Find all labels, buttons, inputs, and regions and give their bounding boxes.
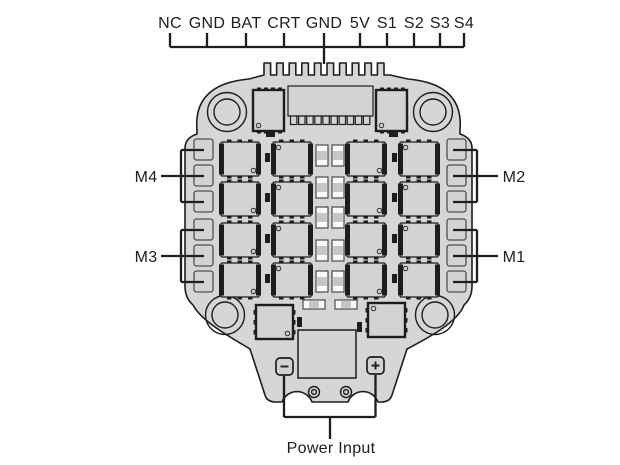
connector-pad — [338, 115, 347, 126]
power-input-leader-lines — [282, 375, 377, 439]
connector-pad — [330, 115, 338, 126]
mosfet — [397, 219, 441, 261]
chip-bottom-right — [364, 301, 409, 339]
chip-bottom-left — [252, 303, 297, 341]
mosfet — [397, 138, 441, 180]
pin-label-nc: NC — [158, 15, 182, 32]
mosfet — [218, 259, 262, 301]
pin-label-s4: S4 — [454, 15, 474, 32]
mosfet — [344, 259, 388, 301]
m2-leader-lines — [453, 148, 498, 204]
connector-pad — [314, 115, 322, 126]
connector-body — [287, 85, 374, 117]
mosfet — [270, 178, 314, 220]
gate-driver-chip-right — [374, 86, 409, 135]
connector-pad — [354, 115, 363, 126]
mosfet — [344, 178, 388, 220]
capacitor — [315, 206, 329, 229]
connector-pad — [289, 115, 298, 126]
capacitor — [331, 176, 345, 199]
pin-label-gnd: GND — [189, 15, 225, 32]
pin-label-crt: CRT — [267, 15, 301, 32]
connector-pad — [322, 115, 330, 126]
plus-icon — [371, 361, 380, 370]
pin-label-gnd2: GND — [306, 15, 342, 32]
mosfet — [397, 178, 441, 220]
pin-label-s2: S2 — [404, 15, 424, 32]
positive-terminal-pad — [366, 356, 385, 375]
motor-label-m1: M1 — [503, 249, 526, 266]
connector-pad — [306, 115, 314, 126]
mosfet — [344, 138, 388, 180]
capacitor — [331, 270, 345, 293]
capacitor — [331, 144, 345, 167]
capacitor — [331, 206, 345, 229]
m1-leader-lines — [453, 228, 498, 284]
connector-pad — [362, 115, 371, 126]
motor-label-m3: M3 — [135, 249, 158, 266]
capacitor — [315, 239, 329, 262]
capacitor — [302, 299, 326, 310]
mosfet — [218, 178, 262, 220]
m4-leader-lines — [161, 148, 204, 204]
pin-leader-lines — [168, 33, 466, 64]
mosfet — [218, 138, 262, 180]
capacitor — [315, 176, 329, 199]
pin-labels: NC GND BAT CRT GND 5V S1 S2 S3 S4 — [158, 15, 474, 32]
mosfet — [344, 219, 388, 261]
pin-label-s1: S1 — [377, 15, 397, 32]
connector-pad — [298, 115, 306, 126]
connector-pad — [346, 115, 355, 126]
smd-resistor — [266, 132, 275, 137]
pin-label-bat: BAT — [231, 15, 262, 32]
mosfet — [397, 259, 441, 301]
smd-resistor — [357, 322, 362, 332]
capacitor — [315, 144, 329, 167]
mosfet — [270, 259, 314, 301]
capacitor — [315, 270, 329, 293]
motor-label-m4: M4 — [135, 169, 158, 186]
capacitor — [331, 239, 345, 262]
smd-resistors-mid — [265, 153, 397, 283]
mcu-chip — [297, 329, 357, 379]
mosfet — [218, 219, 262, 261]
motor-label-m2: M2 — [503, 169, 526, 186]
pin-label-s3: S3 — [430, 15, 450, 32]
gate-driver-chip-left — [251, 86, 286, 135]
power-input-label: Power Input — [287, 440, 376, 457]
m3-leader-lines — [161, 228, 204, 284]
capacitor — [334, 299, 358, 310]
pin-label-5v: 5V — [350, 15, 370, 32]
signal-connector — [287, 85, 374, 126]
negative-terminal-pad — [275, 357, 294, 376]
smd-resistor — [389, 132, 398, 137]
mosfet — [270, 138, 314, 180]
smd-resistor — [297, 317, 302, 327]
mosfet — [270, 219, 314, 261]
